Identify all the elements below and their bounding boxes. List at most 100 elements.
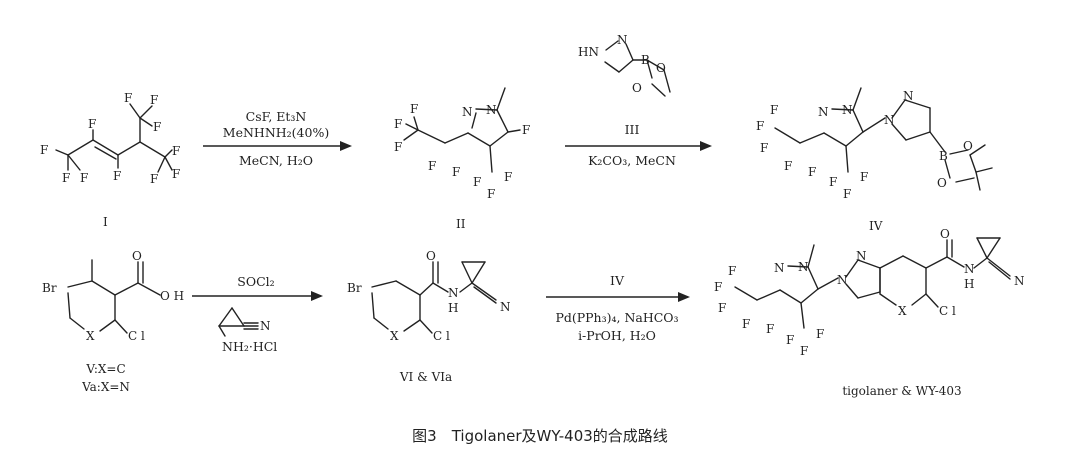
atom-f: F [756, 119, 764, 133]
compound-label-final: tigolaner & WY-403 [842, 384, 961, 398]
atom-f: F [522, 123, 530, 137]
atom-f: F [124, 91, 132, 105]
atom-hn: HN [578, 45, 599, 59]
atom-f: F [150, 93, 158, 107]
atom-n: N [903, 89, 914, 103]
compound-vi-structure [371, 261, 497, 334]
atom-oh: O H [160, 289, 184, 303]
atom-o: O [132, 249, 142, 263]
atom-f: F [410, 102, 418, 116]
atom-br: Br [42, 281, 57, 295]
final-product-structure [734, 237, 1011, 329]
atom-x: X [898, 304, 907, 318]
atom-f: F [62, 171, 70, 185]
atom-b: B [939, 149, 948, 163]
atom-f: F [153, 120, 161, 134]
step1-reagent-line2: MeNHNH₂(40%) [223, 125, 329, 140]
atom-h: H [964, 277, 974, 291]
atom-n: N [1014, 274, 1025, 288]
atom-o: O [937, 176, 947, 190]
figure-caption: 图3 Tigolaner及WY-403的合成路线 [412, 427, 668, 445]
step2-reagent-label: III [625, 122, 640, 137]
step1-reagent-line1: CsF, Et₃N [246, 109, 307, 124]
atom-f: F [504, 170, 512, 184]
atom-f: F [88, 117, 96, 131]
atom-f: F [843, 187, 851, 201]
compound-label-iv: IV [869, 219, 883, 233]
atom-n: N [617, 33, 628, 47]
compound-label-vi: VI & VIa [399, 370, 452, 384]
compound-label-v: V:X=C [85, 362, 125, 376]
atom-n: N [798, 260, 809, 274]
step4-reagent-label: IV [610, 273, 625, 288]
atom-n: N [462, 105, 473, 119]
atom-f: F [40, 143, 48, 157]
step4-solvent: i-PrOH, H₂O [578, 328, 656, 343]
atom-cl: C l [939, 304, 956, 318]
step1-solvent: MeCN, H₂O [239, 153, 313, 168]
atom-f: F [800, 344, 808, 358]
atom-f: F [172, 144, 180, 158]
atom-f: F [816, 327, 824, 341]
compound-ii-structure [403, 87, 521, 173]
compound-v-structure [67, 259, 161, 334]
atom-n: N [260, 319, 271, 333]
atom-f: F [784, 159, 792, 173]
atom-f: F [728, 264, 736, 278]
atom-o: O [656, 61, 666, 75]
atom-f: F [428, 159, 436, 173]
step2-conditions: K₂CO₃, MeCN [588, 153, 676, 168]
compound-i-structure [55, 103, 173, 173]
step4-catalyst: Pd(PPh₃)₄, NaHCO₃ [555, 310, 678, 325]
atom-f: F [394, 117, 402, 131]
atom-n: N [964, 262, 975, 276]
step3-amine-label: NH₂·HCl [222, 339, 277, 354]
compound-label-ii: II [456, 217, 466, 231]
atom-f: F [786, 333, 794, 347]
atom-f: F [80, 171, 88, 185]
atom-n: N [500, 300, 511, 314]
atom-f: F [760, 141, 768, 155]
step3-reagent: SOCl₂ [237, 274, 274, 289]
atom-n: N [774, 261, 785, 275]
atom-n: N [842, 103, 853, 117]
atom-cl: C l [433, 329, 450, 343]
atom-f: F [829, 175, 837, 189]
atom-h: H [448, 301, 458, 315]
atom-f: F [742, 317, 750, 331]
atom-f: F [394, 140, 402, 154]
atom-f: F [860, 170, 868, 184]
atom-n: N [856, 249, 867, 263]
atom-f: F [150, 172, 158, 186]
compound-label-va: Va:X=N [81, 380, 130, 394]
atom-f: F [808, 165, 816, 179]
atom-o: O [940, 227, 950, 241]
aminocyclopropanecarbonitrile-structure [218, 307, 259, 337]
reagent-iii-structure [604, 40, 671, 97]
atom-cl: C l [128, 329, 145, 343]
atom-x: X [86, 329, 95, 343]
atom-n: N [837, 273, 848, 287]
atom-br: Br [347, 281, 362, 295]
atom-f: F [766, 322, 774, 336]
atom-f: F [714, 280, 722, 294]
atom-n: N [448, 286, 459, 300]
compound-iv-structure [774, 87, 993, 191]
atom-f: F [718, 301, 726, 315]
compound-label-i: I [103, 215, 108, 229]
atom-f: F [770, 103, 778, 117]
atom-b: B [641, 53, 650, 67]
atom-o: O [963, 139, 973, 153]
atom-f: F [487, 187, 495, 201]
atom-n: N [818, 105, 829, 119]
atom-f: F [452, 165, 460, 179]
atom-f: F [113, 169, 121, 183]
atom-f: F [473, 175, 481, 189]
atom-f: F [172, 167, 180, 181]
atom-n: N [486, 103, 497, 117]
atom-o: O [426, 249, 436, 263]
atom-o: O [632, 81, 642, 95]
atom-n: N [884, 113, 895, 127]
atom-x: X [390, 329, 399, 343]
